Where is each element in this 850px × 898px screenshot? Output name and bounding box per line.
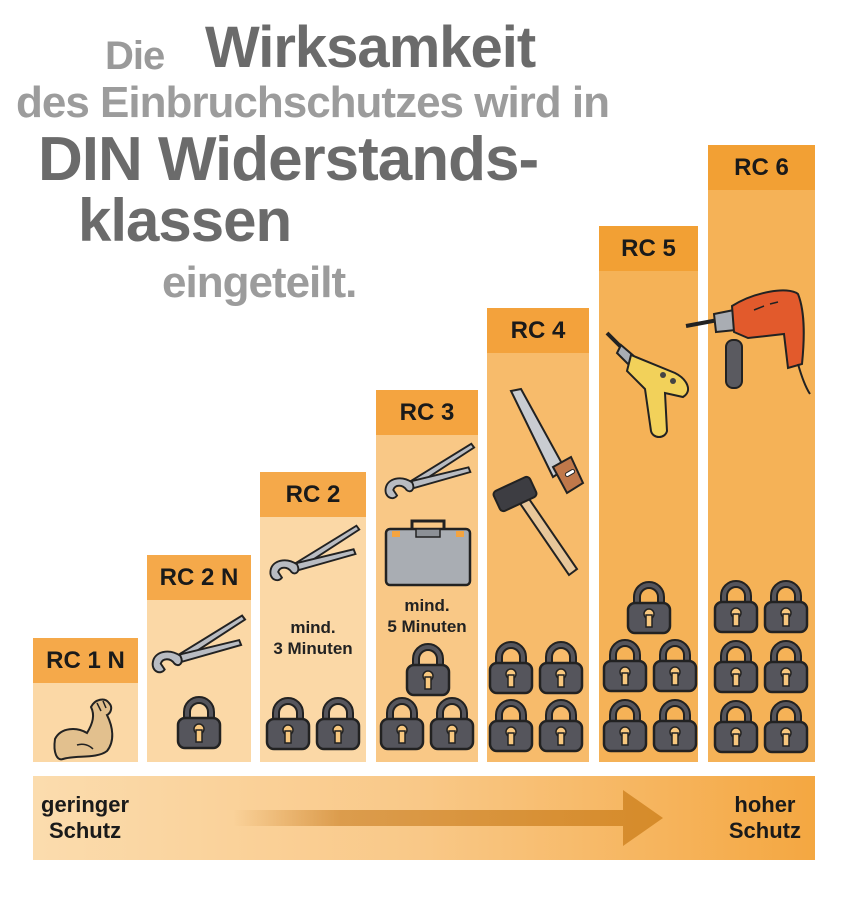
note-line1: mind. <box>290 618 336 637</box>
note-line2: 3 Minuten <box>273 639 353 658</box>
pliers-icon <box>382 439 476 505</box>
padlock-icon <box>264 697 312 751</box>
class-label: RC 2 <box>260 472 366 517</box>
padlock-icon <box>625 581 673 635</box>
padlock-icon <box>404 643 452 697</box>
cordless-drill-icon <box>605 331 690 438</box>
class-bar-rc2: RC 2 mind. 3 Minuten <box>260 472 366 762</box>
power-drill-icon <box>685 289 811 395</box>
saw-icon <box>509 387 585 495</box>
title-line1-emphasis: Wirksamkeit <box>205 15 536 80</box>
pliers-icon <box>266 521 362 587</box>
title-line2: des Einbruchschutzes wird in <box>16 78 610 127</box>
padlock-icon <box>601 699 649 753</box>
padlock-icon <box>712 700 760 754</box>
title-line4: klassen <box>78 187 292 254</box>
padlock-icon <box>487 699 535 753</box>
scale-low-line2: Schutz <box>48 818 122 843</box>
title-line5: eingeteilt. <box>162 258 357 307</box>
scale-high-line1: hoher <box>734 792 796 817</box>
class-label: RC 2 N <box>147 555 251 600</box>
note-line1: mind. <box>404 596 450 615</box>
padlock-icon <box>762 580 810 634</box>
note-line2: 5 Minuten <box>387 617 467 636</box>
class-label: RC 1 N <box>33 638 138 683</box>
padlock-icon <box>537 641 585 695</box>
scale-high-line2: Schutz <box>728 818 801 843</box>
duration-note: mind. 5 Minuten <box>376 595 478 637</box>
class-bar-rc5: RC 5 <box>599 226 698 762</box>
arrow-right-icon <box>233 790 663 846</box>
padlock-icon <box>314 697 362 751</box>
padlock-icon <box>378 697 426 751</box>
scale-low-line1: geringer <box>41 792 130 817</box>
hammer-icon <box>492 475 579 577</box>
title-line3: DIN Widerstands- <box>38 125 539 194</box>
class-label: RC 6 <box>708 145 815 190</box>
class-bar-rc3: RC 3 mind. 5 Minuten <box>376 390 478 762</box>
padlock-icon <box>712 580 760 634</box>
padlock-icon <box>428 697 476 751</box>
padlock-icon <box>651 699 699 753</box>
padlock-icon <box>487 641 535 695</box>
duration-note: mind. 3 Minuten <box>260 617 366 659</box>
padlock-icon <box>762 640 810 694</box>
pliers-icon <box>149 610 247 680</box>
class-label: RC 4 <box>487 308 589 353</box>
class-label: RC 3 <box>376 390 478 435</box>
padlock-icon <box>651 639 699 693</box>
padlock-icon <box>537 699 585 753</box>
toolbox-icon <box>384 519 472 587</box>
class-label: RC 5 <box>599 226 698 271</box>
padlock-icon <box>712 640 760 694</box>
scale-low-label: geringer Schutz <box>41 792 129 844</box>
title-line1-prefix: Die <box>105 34 165 78</box>
class-bar-rc1n: RC 1 N <box>33 638 138 762</box>
muscle-arm-icon <box>53 698 114 761</box>
class-bar-rc6: RC 6 <box>685 145 815 762</box>
class-bar-rc4: RC 4 <box>487 308 589 762</box>
class-bar-rc2n: RC 2 N <box>147 555 251 762</box>
protection-scale: geringer Schutz hoher Schutz <box>33 776 815 860</box>
scale-high-label: hoher Schutz <box>729 792 801 844</box>
padlock-icon <box>601 639 649 693</box>
padlock-icon <box>762 700 810 754</box>
padlock-icon <box>175 696 223 750</box>
